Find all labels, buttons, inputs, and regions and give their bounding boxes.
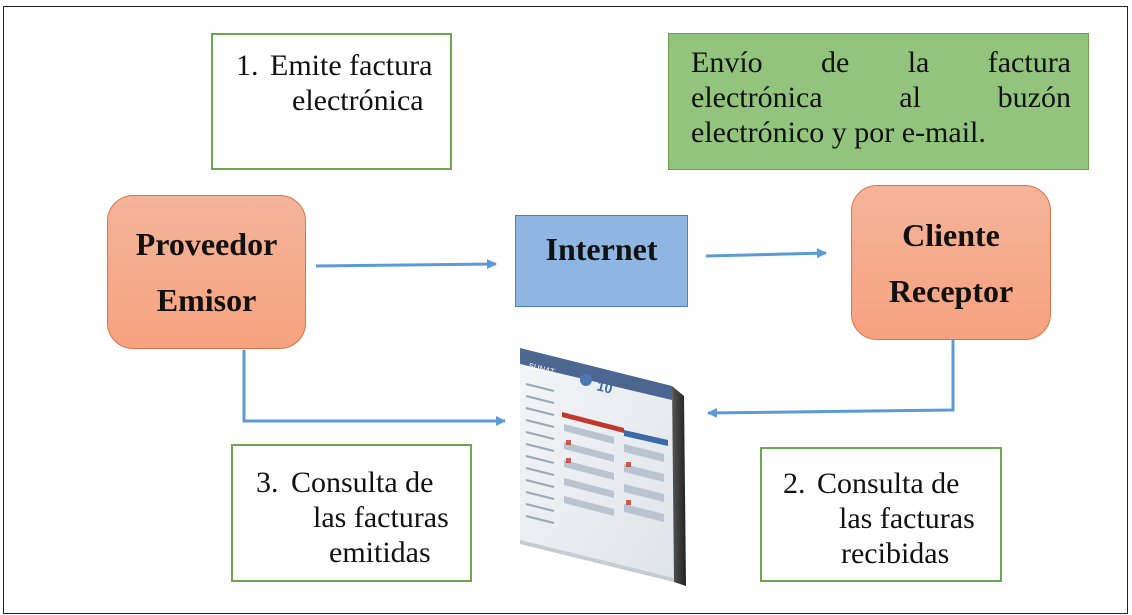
internet-label: Internet <box>545 230 658 267</box>
arrow-cliente-to-portal <box>707 340 955 418</box>
emite-factura-note: 1. Emite factura electrónica <box>211 33 452 170</box>
consulta-emitidas-note: 3. Consulta de las facturas emitidas <box>231 444 472 582</box>
envio-line1: Envío de la factura <box>691 45 1071 80</box>
envio-line3: electrónico y por e-mail. <box>691 115 1071 150</box>
cliente-receptor-node: Cliente Receptor <box>851 185 1051 340</box>
diagram-frame <box>3 6 1128 614</box>
consulta-emitidas-line3: emitidas <box>329 536 431 569</box>
emite-line1: Emite factura <box>270 49 433 82</box>
envio-factura-box: Envío de la factura electrónica al buzón… <box>668 33 1089 170</box>
emite-line2: electrónica <box>292 84 424 117</box>
consulta-recibidas-number: 2. <box>783 467 806 500</box>
envio-word: la <box>907 46 930 79</box>
consulta-recibidas-line3: recibidas <box>841 537 950 570</box>
proveedor-label: Proveedor <box>135 226 278 262</box>
arrow-internet-to-cliente <box>705 248 827 259</box>
web-portal-screenshot-icon: SUNAT 10 <box>520 348 686 586</box>
envio-word: electrónica <box>691 81 823 114</box>
envio-word: factura <box>987 46 1071 79</box>
envio-word: Envío <box>691 46 763 79</box>
consulta-emitidas-line1: Consulta de <box>291 466 434 499</box>
envio-word: buzón <box>997 81 1071 114</box>
consulta-emitidas-number: 3. <box>256 466 279 499</box>
svg-text:10: 10 <box>595 377 614 396</box>
consulta-recibidas-line1: Consulta de <box>817 467 960 500</box>
emite-number: 1. <box>236 49 259 82</box>
arrow-proveedor-to-portal <box>242 350 506 426</box>
consulta-emitidas-line2: las facturas <box>313 501 449 534</box>
envio-word: al <box>899 81 921 114</box>
emisor-label: Emisor <box>156 282 257 318</box>
receptor-label: Receptor <box>888 272 1014 309</box>
internet-node: Internet <box>515 215 688 307</box>
consulta-recibidas-note: 2. Consulta de las facturas recibidas <box>760 447 1002 582</box>
cliente-label: Cliente <box>902 216 1000 253</box>
consulta-recibidas-line2: las facturas <box>839 502 975 535</box>
proveedor-emisor-node: Proveedor Emisor <box>107 195 306 349</box>
envio-word: de <box>821 46 850 79</box>
envio-text: electrónico y por e-mail. <box>691 116 986 149</box>
envio-line2: electrónica al buzón <box>691 80 1071 115</box>
arrow-proveedor-to-internet <box>315 259 497 270</box>
